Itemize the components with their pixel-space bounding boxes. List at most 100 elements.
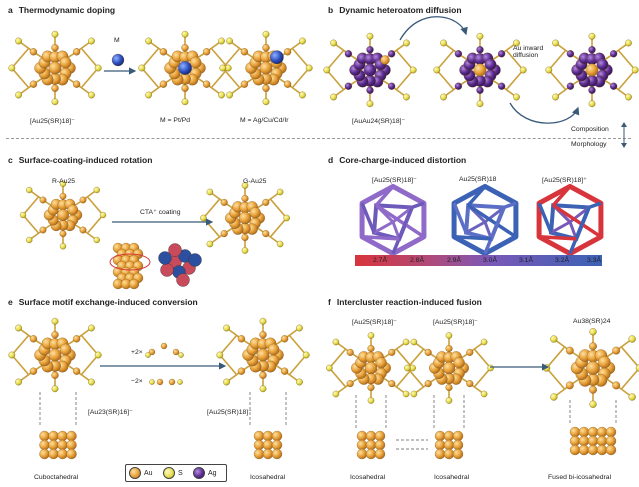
icosahedron-edge (552, 203, 602, 239)
label-plus-2x: +2× (131, 349, 143, 356)
staple-au-atom (588, 86, 596, 94)
s-atom (226, 91, 233, 99)
s-atom (404, 364, 411, 372)
staple-au-atom (445, 383, 453, 392)
s-atom (59, 243, 67, 250)
staple-au-atom (612, 346, 621, 355)
staple-au-atom (454, 82, 463, 90)
bond (406, 348, 424, 369)
core-atom (271, 448, 283, 460)
staple-au-atom (181, 44, 189, 52)
scale-label: 3.2Å (555, 257, 569, 264)
staple-au-atom (476, 46, 484, 54)
s-atom (218, 91, 225, 99)
bond (618, 50, 637, 71)
staple-au-atom (280, 335, 289, 343)
core-atom (59, 56, 72, 69)
core-atom (434, 439, 446, 451)
staple-au-atom (609, 50, 618, 58)
core-atom (48, 430, 59, 442)
s-atom (589, 400, 597, 408)
s-atom (51, 385, 59, 393)
bond (545, 367, 565, 390)
staple-au-atom (589, 385, 597, 394)
s-atom (296, 324, 303, 332)
atom-legend: Au S Ag (125, 464, 227, 482)
staple-au-atom (344, 50, 353, 58)
core-atom (453, 357, 465, 369)
bond (547, 69, 566, 90)
s-atom (628, 393, 636, 401)
label-au23: [Au23(SR)16]⁻ (88, 409, 133, 416)
staple-au-atom (79, 226, 87, 234)
numbered-core-atom (168, 243, 182, 257)
scale-label: 3.0Å (483, 257, 497, 264)
staple-au-atom (159, 80, 168, 88)
dopant-m-atom (111, 53, 125, 67)
scale-label: 2.8Å (410, 257, 424, 264)
dopant-atom (269, 50, 284, 65)
label-d-anion: [Au25(SR)18]⁻ (372, 177, 417, 184)
bond (222, 67, 240, 88)
icosahedron-edge (360, 202, 376, 234)
staple-au-atom (59, 230, 67, 238)
staple-au-atom (262, 44, 270, 52)
staple-au-atom (424, 380, 432, 388)
s-atom (628, 335, 636, 343)
arrow-b1 (399, 16, 468, 41)
scale-label: 2.7Å (373, 257, 387, 264)
bond (81, 67, 99, 88)
s-atom (366, 32, 374, 40)
s-atom (445, 397, 453, 404)
core-atom (596, 444, 608, 456)
bond (328, 367, 346, 388)
core-atom (271, 439, 283, 451)
bond (87, 196, 104, 216)
label-auau24: [AuAu24(SR)18]⁻ (352, 118, 406, 125)
bond (81, 48, 99, 69)
core-atom (253, 448, 265, 460)
motif-s (177, 379, 183, 385)
staple-au-atom (609, 82, 618, 90)
icosahedron-edge (465, 220, 486, 234)
s-atom (8, 64, 16, 72)
icosahedron-edge (361, 235, 400, 241)
s-atom (625, 93, 632, 101)
s-atom (299, 91, 306, 99)
bond (22, 196, 39, 216)
s-atom (513, 39, 520, 47)
label-f-au25-b: [Au25(SR)18]⁻ (433, 319, 478, 326)
center-atom (57, 209, 69, 221)
staple-au-atom (262, 198, 270, 206)
staple-au-atom (241, 194, 249, 203)
core-atom (66, 439, 77, 451)
s-atom (262, 30, 270, 38)
staple-au-atom (367, 344, 375, 353)
core-atom (66, 430, 77, 442)
center-atom (364, 361, 378, 375)
s-atom (519, 66, 527, 74)
core-atom (39, 430, 50, 442)
s-atom (625, 39, 632, 47)
s-atom (367, 332, 375, 339)
staple-au-atom (237, 367, 246, 375)
icosahedron-edge (374, 185, 395, 207)
core-atom (57, 448, 68, 460)
arrowhead-up (621, 122, 627, 127)
core-atom (356, 448, 368, 460)
arrow-b2 (509, 102, 580, 124)
core-atom (48, 448, 59, 460)
bond (22, 214, 39, 234)
motif-atom (148, 348, 156, 356)
bond (202, 217, 220, 237)
s-atom (330, 93, 337, 101)
core-atom (569, 444, 581, 456)
core-atom (605, 444, 617, 456)
core-atom (262, 448, 274, 460)
s-atom (15, 37, 22, 45)
icosahedron-edge (453, 235, 492, 241)
label-icosahedral-f2: Icosahedral (434, 474, 470, 481)
s-atom (299, 37, 306, 45)
staple-au-atom (454, 50, 463, 58)
bond (547, 50, 566, 71)
